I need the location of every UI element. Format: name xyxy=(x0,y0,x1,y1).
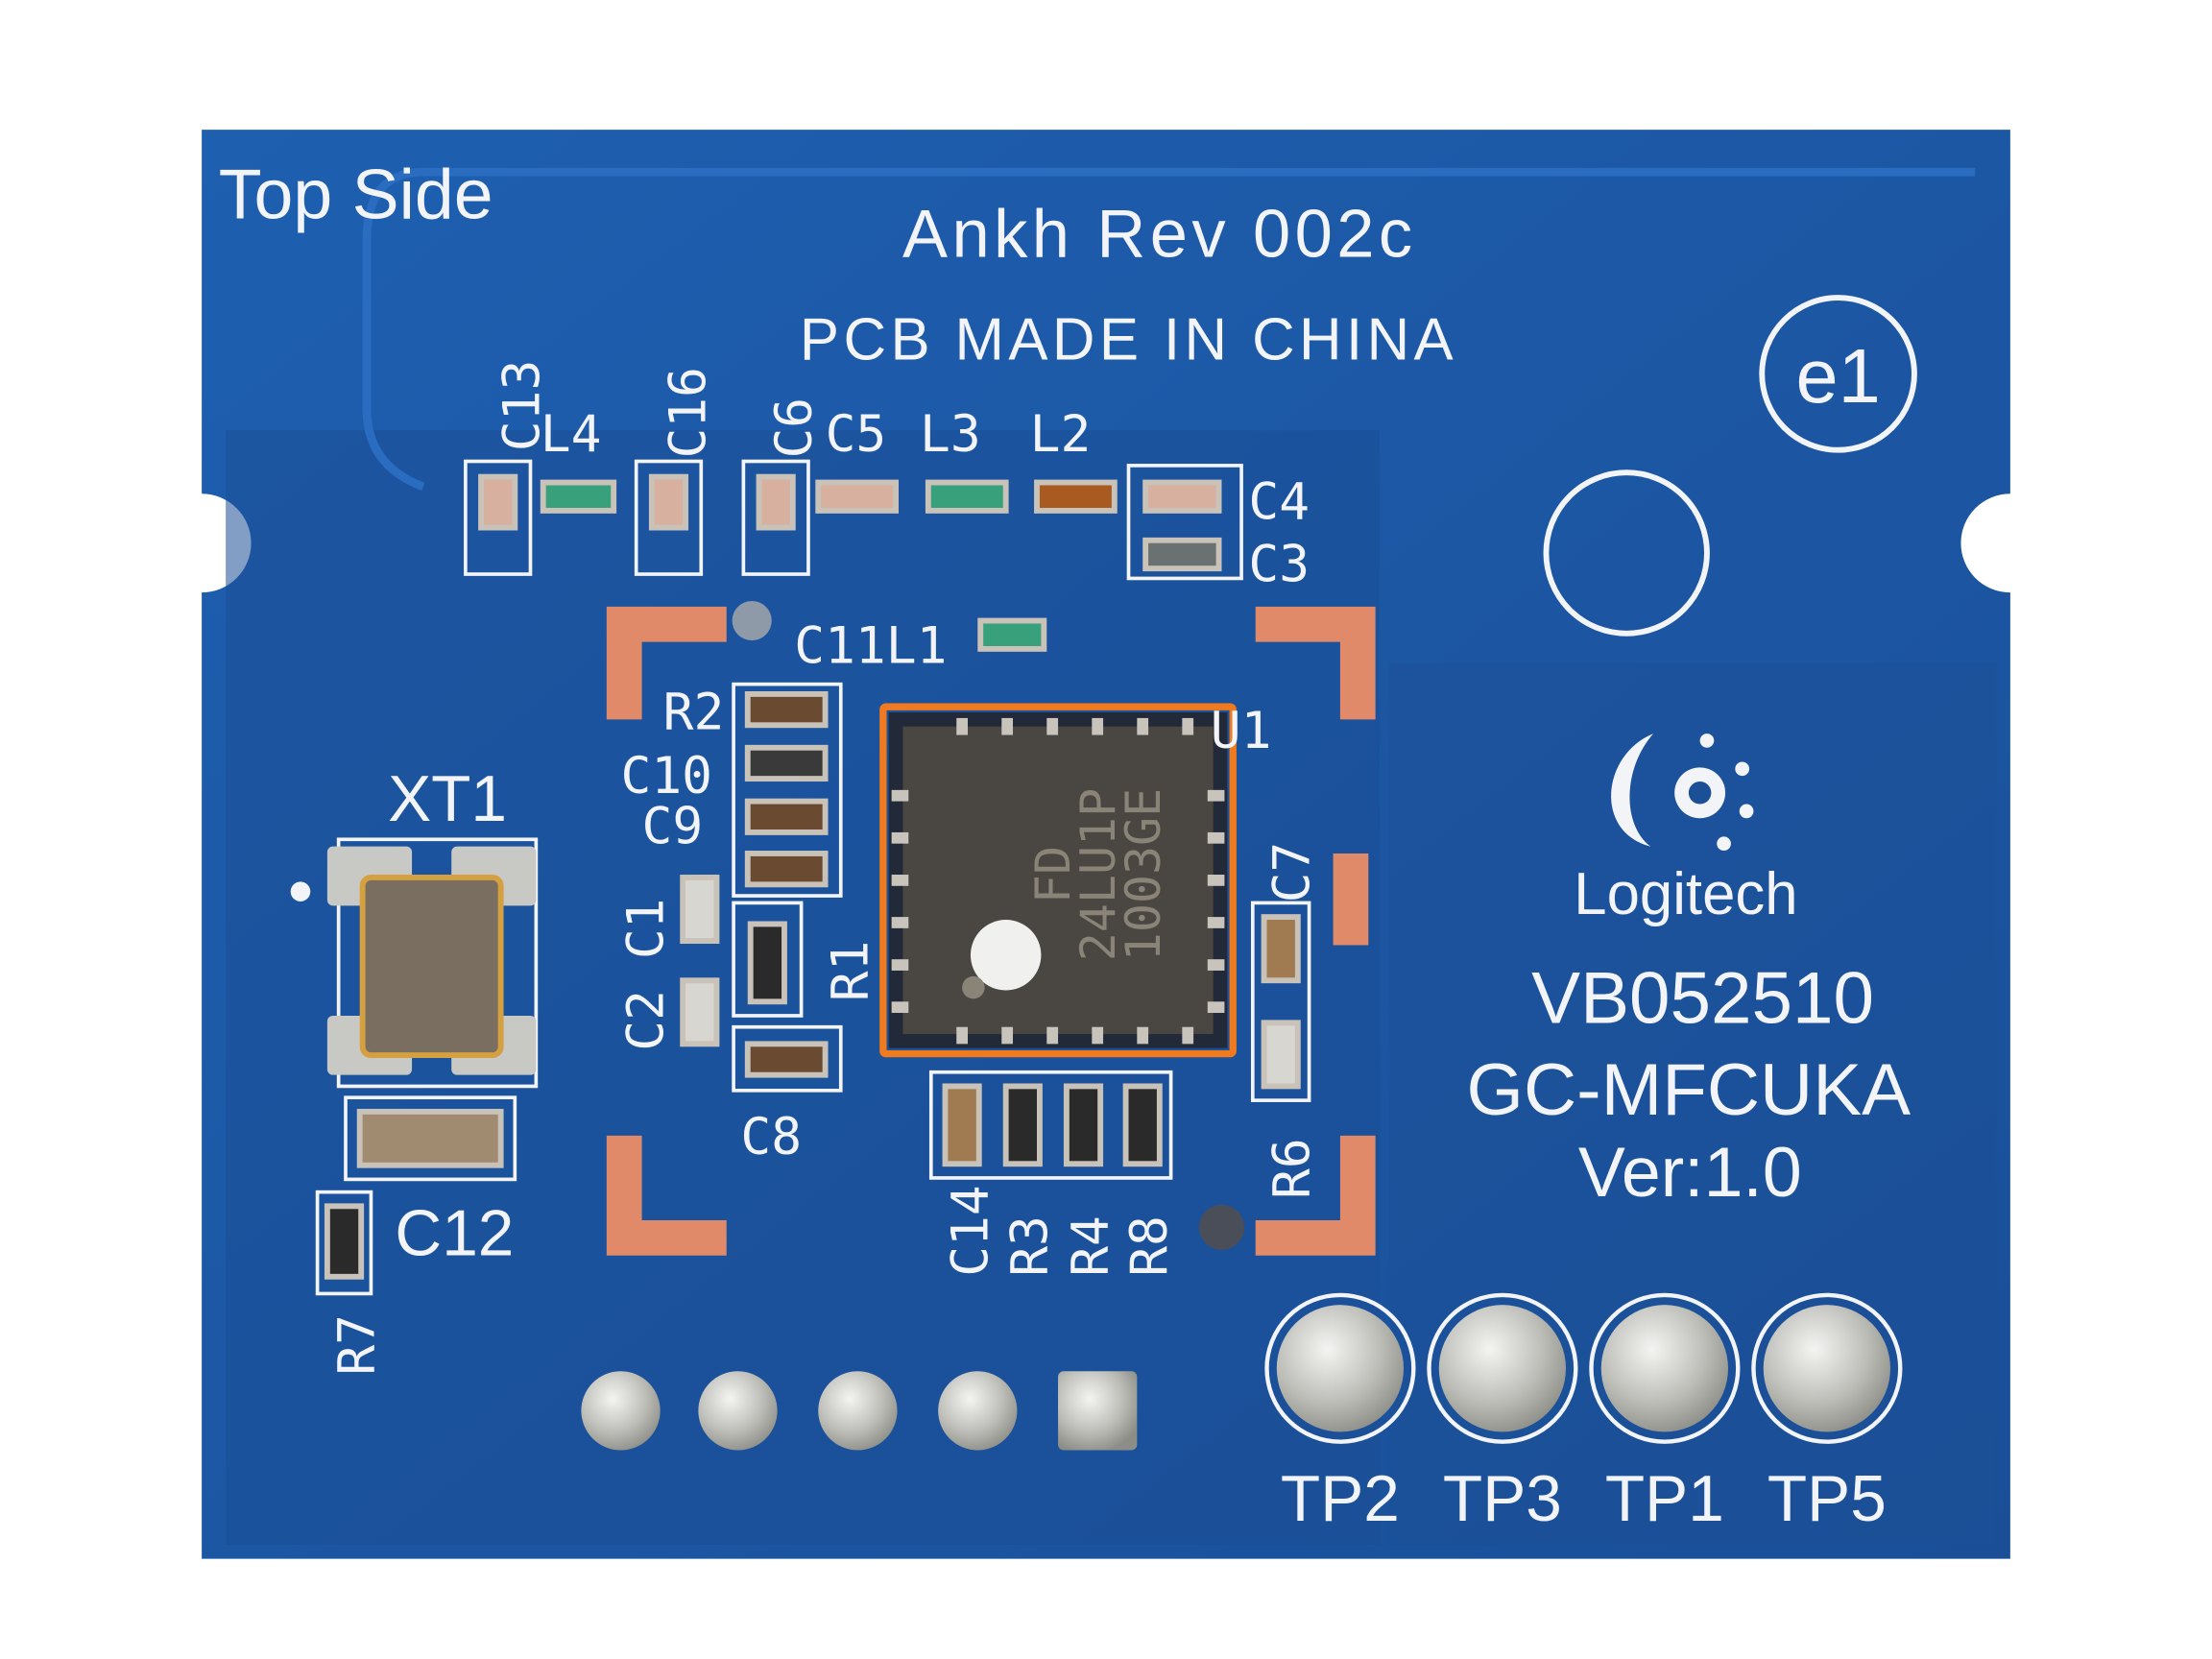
label-c6: C6 xyxy=(765,397,824,459)
label-tp5: TP5 xyxy=(1767,1463,1887,1535)
label-tp1: TP1 xyxy=(1605,1463,1724,1535)
label-c13: C13 xyxy=(493,360,551,452)
compliance-mark-circle xyxy=(1759,295,1917,453)
label-r4: R4 xyxy=(1061,1215,1119,1277)
label-u1: U1 xyxy=(1211,702,1272,760)
label-c7: C7 xyxy=(1263,842,1322,903)
label-c16: C16 xyxy=(660,367,718,459)
chip-highlight-box xyxy=(879,703,1237,1058)
label-l4: L4 xyxy=(541,405,602,464)
label-r2: R2 xyxy=(663,684,725,742)
label-tp3: TP3 xyxy=(1443,1463,1562,1535)
chip-marking-line-2: 24LU1P xyxy=(1070,788,1126,961)
origin-label: PCB MADE IN CHINA xyxy=(800,307,1457,373)
side-label: Top Side xyxy=(219,155,493,234)
label-c12: C12 xyxy=(395,1198,514,1270)
header-pads xyxy=(581,1371,1138,1451)
via xyxy=(1198,1204,1244,1250)
label-r6: R6 xyxy=(1263,1138,1322,1199)
chip-marking-line-3: 1003GE xyxy=(1116,788,1171,961)
compliance-mark: e1 xyxy=(1795,333,1880,419)
part-number-label: VB052510 xyxy=(1531,957,1874,1039)
pin1-dot xyxy=(290,881,311,902)
brand-label: Logitech xyxy=(1574,861,1797,927)
chip-u1: FD 24LU1P 1003GE xyxy=(888,712,1228,1048)
test-point-pads xyxy=(1264,1292,1903,1444)
via xyxy=(732,600,772,641)
crystal-xt1 xyxy=(326,846,537,1075)
model-label: GC-MFCUKA xyxy=(1467,1049,1911,1131)
label-c9: C9 xyxy=(642,798,704,856)
passive-components xyxy=(315,459,1311,1296)
revision-label: Ankh Rev 002c xyxy=(902,195,1417,271)
logitech-logo-icon xyxy=(1611,733,1754,852)
label-c4: C4 xyxy=(1248,473,1310,532)
label-r8: R8 xyxy=(1120,1215,1179,1277)
copper-markers xyxy=(606,606,1376,1256)
label-l3: L3 xyxy=(920,405,981,464)
label-c14: C14 xyxy=(942,1185,1000,1277)
label-tp2: TP2 xyxy=(1281,1463,1400,1535)
label-c11l1: C11L1 xyxy=(794,617,947,676)
label-c3: C3 xyxy=(1248,535,1310,593)
chip-marking-line-1: FD xyxy=(1025,846,1081,903)
label-r3: R3 xyxy=(1000,1215,1059,1277)
label-c5: C5 xyxy=(826,405,887,464)
board-trace xyxy=(362,167,1976,492)
label-l2: L2 xyxy=(1030,405,1092,464)
label-c2: C2 xyxy=(617,990,676,1051)
fiducial-circle xyxy=(1543,469,1710,637)
label-r1: R1 xyxy=(822,941,880,1002)
label-xt1: XT1 xyxy=(388,763,507,835)
label-c8: C8 xyxy=(740,1108,802,1166)
smd-parts xyxy=(324,473,1301,1280)
version-label: Ver:1.0 xyxy=(1578,1132,1802,1212)
label-c1: C1 xyxy=(617,899,676,960)
label-r7: R7 xyxy=(327,1314,386,1376)
label-c10: C10 xyxy=(621,747,713,805)
